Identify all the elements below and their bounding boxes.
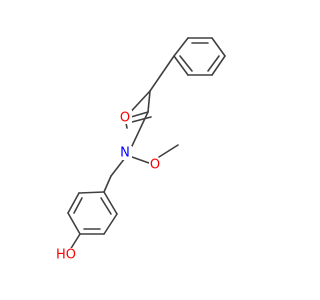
- bond-ch2b-co-main: [147, 90, 151, 113]
- bond-r1-r2: [78, 191, 105, 194]
- bond-ch2-r1: [103, 175, 112, 193]
- bond-n-o: [131, 156, 150, 164]
- bond-ph6-ph1: [173, 55, 189, 76]
- bond-ph4-ph5-inner: [207, 55, 220, 72]
- bond-layer: [67, 37, 226, 251]
- atom-methoxy-oxygen-label: O: [150, 158, 160, 173]
- bond-o-me: [158, 144, 179, 158]
- bond-r2-r3: [67, 192, 80, 214]
- bond-r2-r3-inner: [73, 197, 83, 214]
- bond-r4-oh: [69, 233, 81, 251]
- atom-hydroxyl-label: HO: [56, 248, 76, 263]
- bond-co-n: [131, 111, 149, 147]
- atom-label-layer: O N O HO: [54, 110, 162, 263]
- bond-r5-r6: [103, 213, 118, 235]
- bond-co-o-2: [131, 116, 152, 123]
- molecule-structure-diagram: O N O HO: [54, 37, 226, 263]
- bond-r1-r6: [103, 191, 118, 215]
- bond-co-o-1: [130, 111, 149, 118]
- bond-n-ch2: [110, 157, 126, 177]
- bond-ph6-ph1-inner: [179, 55, 193, 72]
- bond-ph1-ch2a: [149, 55, 175, 92]
- bond-ph4-ph5: [211, 55, 226, 76]
- atom-nitrogen-label: N: [120, 146, 130, 161]
- bond-ph1-ph2: [173, 37, 189, 57]
- atom-carbonyl-oxygen-label: O: [120, 111, 130, 126]
- bond-r3-r4: [67, 212, 81, 235]
- bond-ph3-ph4: [211, 37, 226, 57]
- bond-r1-r6-inner: [100, 197, 112, 215]
